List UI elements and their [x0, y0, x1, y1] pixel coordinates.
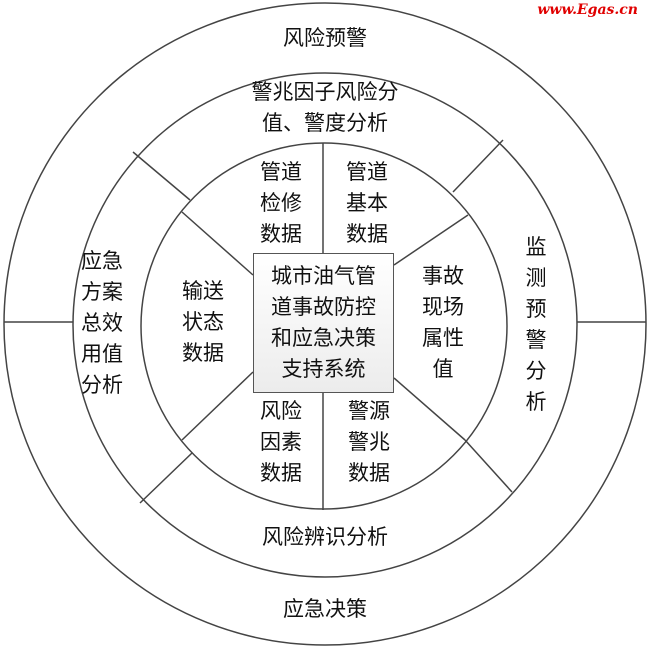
middle-divider-top-left [132, 151, 191, 201]
middle-divider-bottom-right [464, 439, 513, 493]
label-warning-factor-analysis: 警兆因子风险分 值、警度分析 [251, 80, 399, 135]
inner-divider-top-right [393, 214, 469, 266]
center-system-label: 城市油气管 道事故防控 和应急决策 支持系统 [271, 264, 376, 381]
inner-divider-bottom-left [181, 371, 254, 441]
middle-divider-bottom-left [139, 452, 193, 504]
middle-divider-top-right [452, 139, 504, 193]
inner-divider-top-left [181, 211, 254, 276]
label-emergency-plan-utility: 应急 方案 总效 用值 分析 [81, 249, 123, 397]
middle-circle [72, 72, 578, 578]
label-pipeline-basic-data: 管道 基本 数据 [346, 160, 388, 246]
label-transport-status-data: 输送 状态 数据 [182, 279, 224, 365]
outer-circle [3, 2, 647, 646]
label-risk-factor-data: 风险 因素 数据 [260, 399, 302, 485]
inner-circle [140, 142, 508, 510]
watermark: www.Egas.cn [537, 2, 638, 18]
label-accident-site-attributes: 事故 现场 属性 值 [422, 264, 464, 381]
label-risk-warning: 风险预警 [283, 26, 367, 50]
label-warning-source-data: 警源 警兆 数据 [348, 399, 390, 485]
label-monitoring-analysis: 监 测 预 警 分 析 [525, 235, 547, 414]
label-emergency-decision: 应急决策 [283, 597, 367, 621]
label-risk-identification: 风险辨识分析 [262, 525, 388, 549]
label-pipeline-maintenance-data: 管道 检修 数据 [260, 160, 302, 246]
inner-divider-bottom-right [393, 377, 466, 441]
center-system-box: 城市油气管 道事故防控 和应急决策 支持系统 [253, 253, 394, 393]
